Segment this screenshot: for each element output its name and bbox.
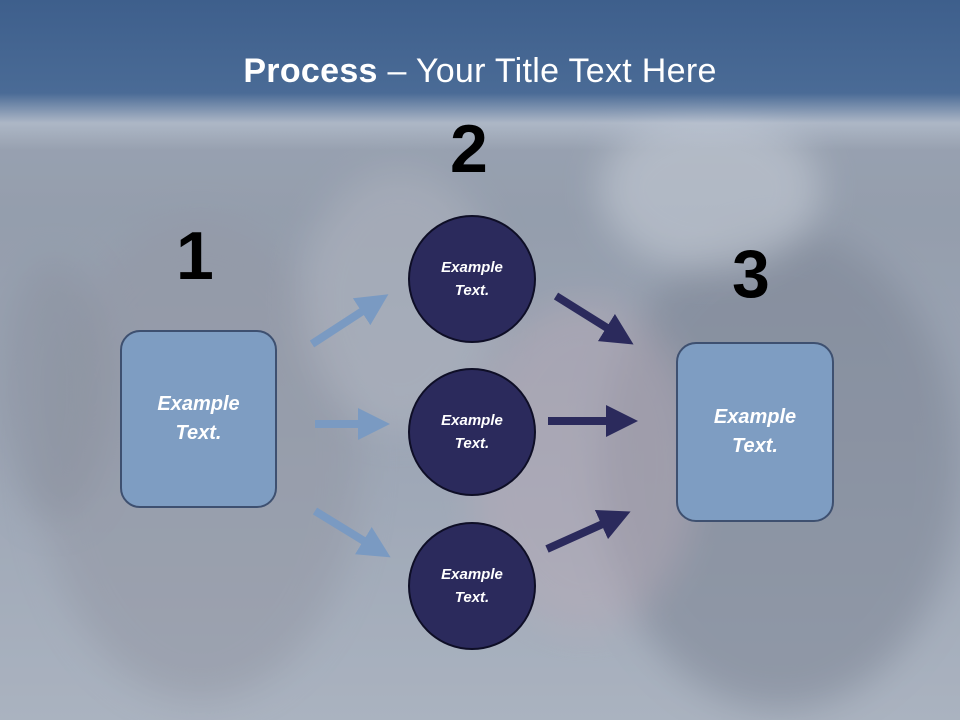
step-2-circle-top[interactable]: Example Text. [408, 215, 536, 343]
step-3-box[interactable]: Example Text. [676, 342, 834, 522]
title-bold: Process [243, 52, 378, 90]
arrow-in-top [309, 294, 389, 348]
step-3-label: Example Text. [713, 406, 797, 457]
title-band [0, 0, 960, 150]
arrow-out-bottom [545, 509, 631, 553]
circle-label: Example Text. [441, 259, 503, 299]
slide-title: Process – Your Title Text Here [0, 52, 960, 91]
step-2-circle-bottom[interactable]: Example Text. [408, 522, 536, 650]
arrow-out-top [553, 292, 634, 345]
background-photo-shape [0, 260, 110, 520]
step-number-1: 1 [176, 218, 214, 294]
step-1-label: Example Text. [157, 393, 240, 444]
circle-label: Example Text. [441, 566, 503, 606]
step-2-circle-middle[interactable]: Example Text. [408, 368, 536, 496]
circle-label: Example Text. [441, 412, 503, 452]
title-rest: – Your Title Text Here [377, 52, 717, 90]
step-number-2: 2 [450, 111, 488, 187]
step-1-box[interactable]: Example Text. [120, 330, 277, 508]
arrow-in-bottom [312, 507, 391, 558]
step-number-3: 3 [732, 236, 770, 312]
